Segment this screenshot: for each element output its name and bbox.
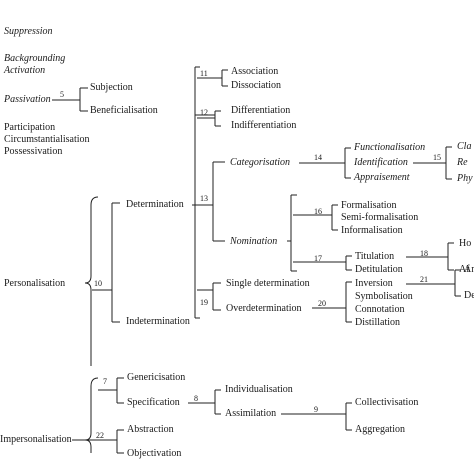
network-number: 21 (420, 275, 428, 284)
categorisation-bracket (344, 147, 351, 179)
classification-label: Cla (457, 141, 472, 152)
relational-identification-label: Re (457, 157, 468, 168)
personalisation-lower-brace (84, 377, 99, 453)
aggregation-label: Aggregation (355, 424, 405, 435)
specification-label: Specification (127, 397, 180, 408)
abstraction-label: Abstraction (127, 424, 174, 435)
symbolisation-label: Symbolisation (355, 291, 413, 302)
inversion-label: Inversion (355, 278, 393, 289)
det-indet-bracket (111, 202, 120, 323)
activation-label: Activation (4, 65, 46, 76)
network-number: 14 (314, 153, 322, 162)
indifferentiation-label: Indifferentiation (231, 120, 297, 131)
participation-label: Participation (4, 122, 56, 133)
personalisation-brace (84, 196, 99, 366)
association-bracket (221, 69, 228, 87)
backgrounding-label: Backgrounding (4, 53, 66, 64)
indetermination-label: Indetermination (126, 316, 190, 327)
informalisation-label: Informalisation (341, 225, 403, 236)
catnom-bracket (212, 161, 225, 242)
specification-bracket (214, 389, 221, 415)
semi-formalisation-label: Semi-formalisation (341, 212, 419, 223)
association-label: Association (231, 66, 279, 77)
possessivation-label: Possessivation (4, 146, 63, 157)
personalisation-label: Personalisation (4, 278, 66, 289)
determination-label: Determination (126, 199, 184, 210)
honorification-label: Ho (459, 238, 472, 249)
network-number: 10 (94, 279, 102, 288)
deviation-label: De (464, 290, 474, 301)
network-number: 12 (200, 108, 208, 117)
network-number: 18 (420, 249, 428, 258)
dissociation-label: Dissociation (231, 80, 281, 91)
impersonalisation-label: Impersonalisation (0, 434, 72, 445)
titulation-label: Titulation (355, 251, 395, 262)
objectivation-label: Objectivation (127, 448, 182, 459)
network-number: 17 (314, 254, 322, 263)
physical-identification-label: Phy (457, 173, 473, 184)
identification-label: Identification (354, 157, 408, 168)
detitulation-label: Detitulation (355, 264, 403, 275)
overdetermination-label: Overdetermination (226, 303, 302, 314)
differentiation-label: Differentiation (231, 105, 291, 116)
circumstantialisation-label: Circumstantialisation (4, 134, 90, 145)
network-number: 8 (194, 394, 198, 403)
titulation-bracket (345, 255, 352, 271)
distillation-label: Distillation (355, 317, 400, 328)
passivation-bracket (79, 87, 88, 112)
genericisation-bracket (116, 377, 124, 404)
suppression-label: Suppression (4, 26, 53, 37)
network-number: 11 (200, 69, 208, 78)
overdet-bracket (212, 282, 221, 311)
categorisation-label: Categorisation (230, 157, 291, 168)
collectivisation-label: Collectivisation (355, 397, 419, 408)
beneficialisation-label: Beneficialisation (90, 105, 158, 116)
titulation-sub-bracket (447, 242, 454, 271)
overdetermination-bracket (345, 281, 352, 323)
identification-bracket (445, 146, 452, 180)
determination-bracket (194, 66, 200, 319)
inversion-bracket (454, 269, 461, 297)
passivation-label: Passivation (4, 94, 51, 105)
genericisation-label: Genericisation (127, 372, 186, 383)
individualisation-label: Individualisation (225, 384, 293, 395)
impersonalisation-bracket (116, 429, 124, 454)
network-number: 7 (103, 377, 107, 386)
network-number: 22 (96, 431, 104, 440)
affiliation-label: Af (459, 264, 470, 275)
network-number: 15 (433, 153, 441, 162)
nomination-label: Nomination (230, 236, 278, 247)
appraisement-label: Appraisement (354, 172, 410, 183)
subjection-label: Subjection (90, 82, 133, 93)
network-number: 9 (314, 405, 318, 414)
network-number: 5 (60, 90, 64, 99)
network-number: 16 (314, 207, 322, 216)
assimilation-bracket (345, 402, 352, 431)
single-determination-label: Single determination (226, 278, 310, 289)
differentiation-bracket (214, 110, 221, 127)
network-number: 19 (200, 298, 208, 307)
anachronism-label: Ana (464, 264, 474, 275)
network-number: 20 (318, 299, 326, 308)
connotation-label: Connotation (355, 304, 405, 315)
network-number: 13 (200, 194, 208, 203)
functionalisation-label: Functionalisation (354, 142, 426, 153)
assimilation-label: Assimilation (225, 408, 277, 419)
formalisation-label: Formalisation (341, 200, 397, 211)
nomination-bracket (290, 194, 297, 272)
formalisation-bracket (331, 204, 338, 231)
